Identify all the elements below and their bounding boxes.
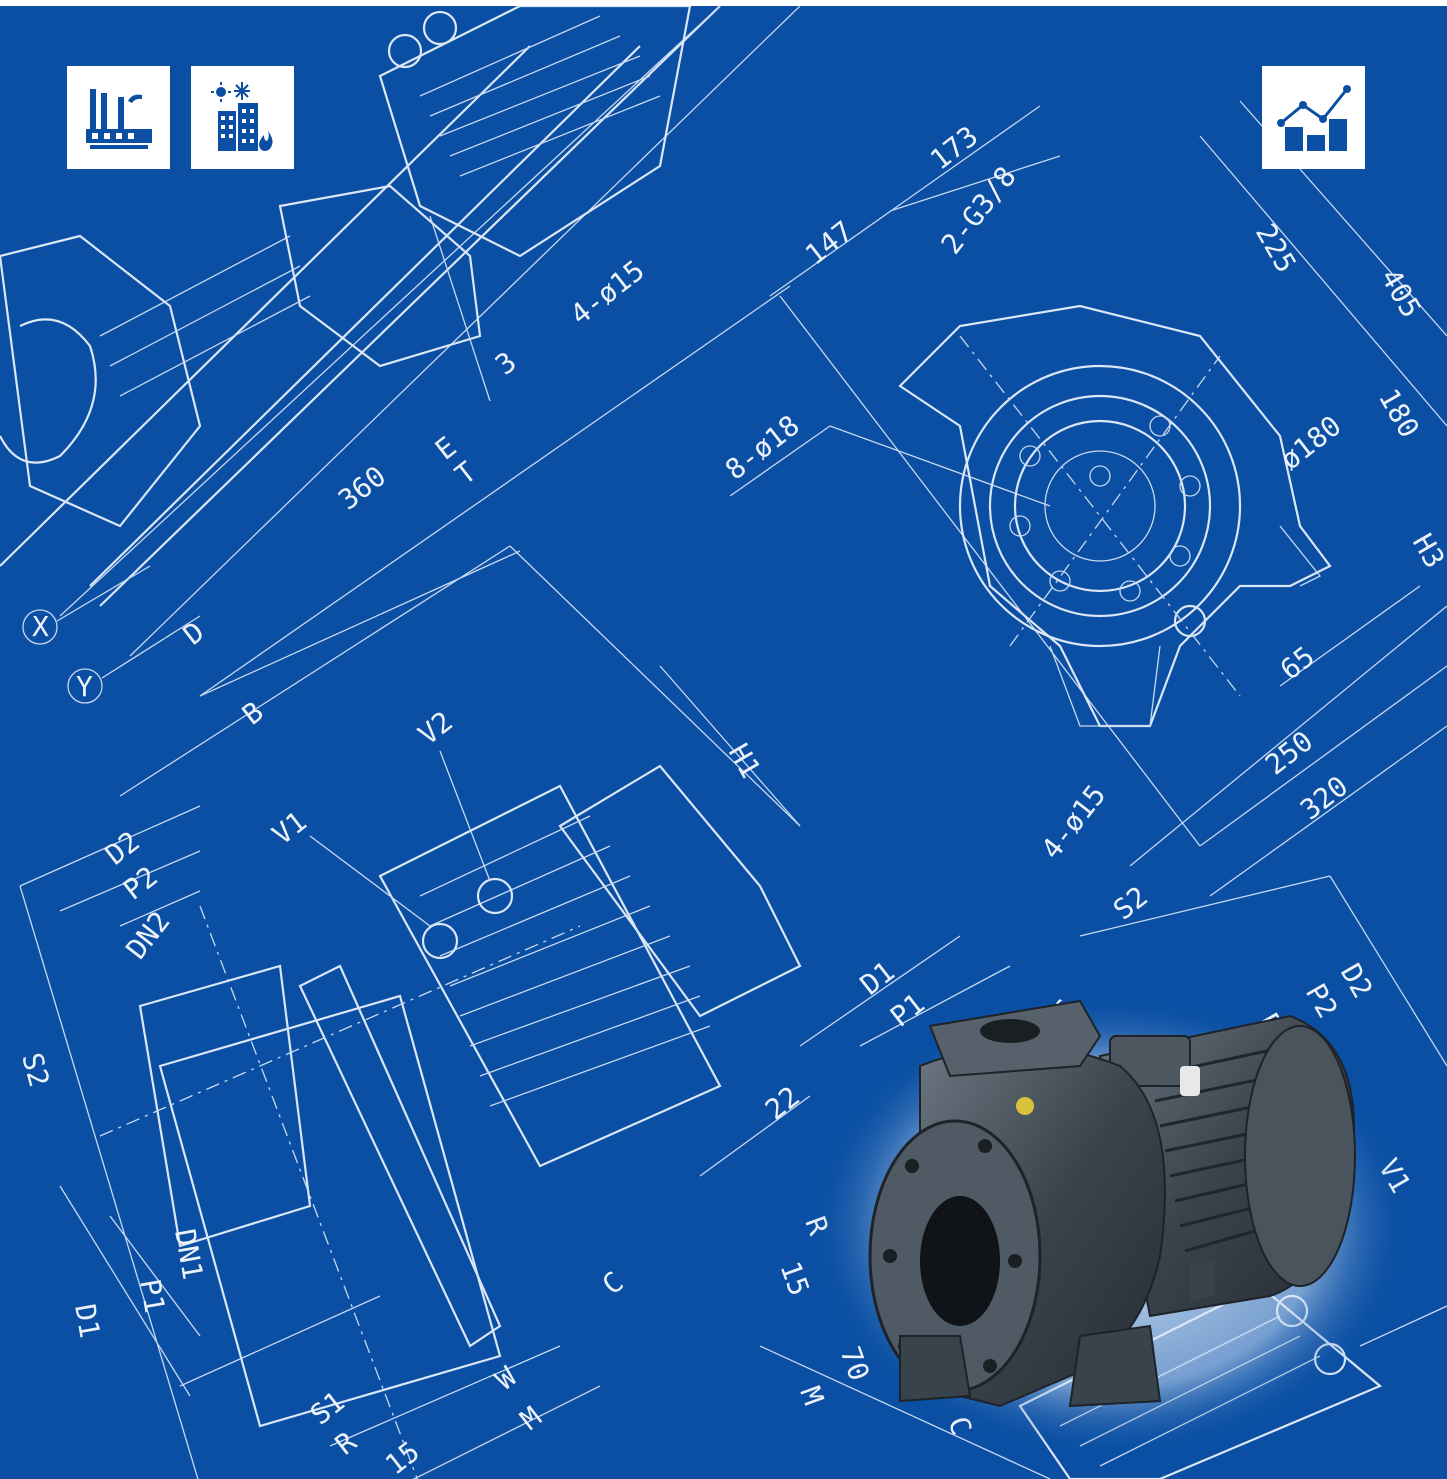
dim-c: C bbox=[596, 1265, 630, 1301]
factory-icon bbox=[67, 66, 170, 169]
dim-405: 405 bbox=[1374, 263, 1428, 323]
dim-s1: S1 bbox=[304, 1385, 351, 1432]
building-hvac-icon-graphic bbox=[210, 81, 272, 151]
dim-4-phi15-a: 4-ø15 bbox=[564, 254, 651, 332]
dim-320: 320 bbox=[1294, 769, 1354, 826]
dim-4-phi15-b: 4-ø15 bbox=[1035, 779, 1113, 866]
dim-173: 173 bbox=[924, 119, 984, 176]
dim-d: D bbox=[177, 615, 211, 651]
dim-phi180: ø180 bbox=[1274, 409, 1347, 477]
dim-s2: S2 bbox=[15, 1049, 56, 1090]
dim-v1: V1 bbox=[266, 805, 313, 852]
dim-w: W bbox=[489, 1360, 523, 1396]
dim-15: 15 bbox=[379, 1435, 426, 1479]
factory-icon-graphic bbox=[85, 88, 152, 149]
dim-p2-right: P2 bbox=[1299, 978, 1344, 1024]
dim-dn1: DN1 bbox=[168, 1226, 209, 1282]
pump-product-image bbox=[810, 996, 1410, 1456]
dim-225: 225 bbox=[1249, 218, 1303, 278]
dim-m-right: M bbox=[793, 1382, 830, 1409]
pump-front-view bbox=[729, 100, 1447, 897]
dim-65: 65 bbox=[1274, 640, 1321, 687]
chart-growth-icon bbox=[1262, 66, 1365, 169]
dim-b: B bbox=[236, 695, 270, 731]
dim-2-g3-8: 2-G3/8 bbox=[935, 160, 1023, 260]
blueprint-background: 173 147 2-G3/8 225 405 180 ø180 H3 8-ø18… bbox=[0, 6, 1447, 1479]
dim-p1: P1 bbox=[133, 1276, 171, 1315]
label-y: Y bbox=[76, 670, 93, 703]
dim-d1-right: D1 bbox=[854, 955, 901, 1002]
dim-h3: H3 bbox=[1406, 528, 1447, 574]
dim-360: 360 bbox=[332, 459, 392, 516]
dim-t: T bbox=[449, 455, 483, 491]
dim-3: 3 bbox=[489, 345, 523, 381]
building-hvac-icon bbox=[191, 66, 294, 169]
dim-p1-right: P1 bbox=[884, 987, 931, 1034]
dim-15-right: 15 bbox=[773, 1257, 816, 1300]
label-x: X bbox=[32, 610, 49, 643]
chart-growth-icon-graphic bbox=[1276, 84, 1351, 151]
technical-drawing: 173 147 2-G3/8 225 405 180 ø180 H3 8-ø18… bbox=[0, 6, 1447, 1479]
pump-side-view-top bbox=[0, 6, 801, 704]
dim-r: R bbox=[329, 1425, 363, 1461]
dim-v2: V2 bbox=[412, 705, 459, 752]
dim-d2-right: D2 bbox=[1334, 958, 1379, 1004]
dim-dn2: DN2 bbox=[120, 905, 177, 965]
dim-22: 22 bbox=[759, 1080, 806, 1127]
dim-147: 147 bbox=[799, 214, 859, 271]
dim-d1: D1 bbox=[68, 1301, 106, 1340]
pump-elevation-view bbox=[19, 545, 811, 1479]
dim-m: M bbox=[514, 1400, 548, 1436]
dim-250: 250 bbox=[1259, 724, 1319, 781]
dim-8-phi18: 8-ø18 bbox=[719, 409, 806, 487]
